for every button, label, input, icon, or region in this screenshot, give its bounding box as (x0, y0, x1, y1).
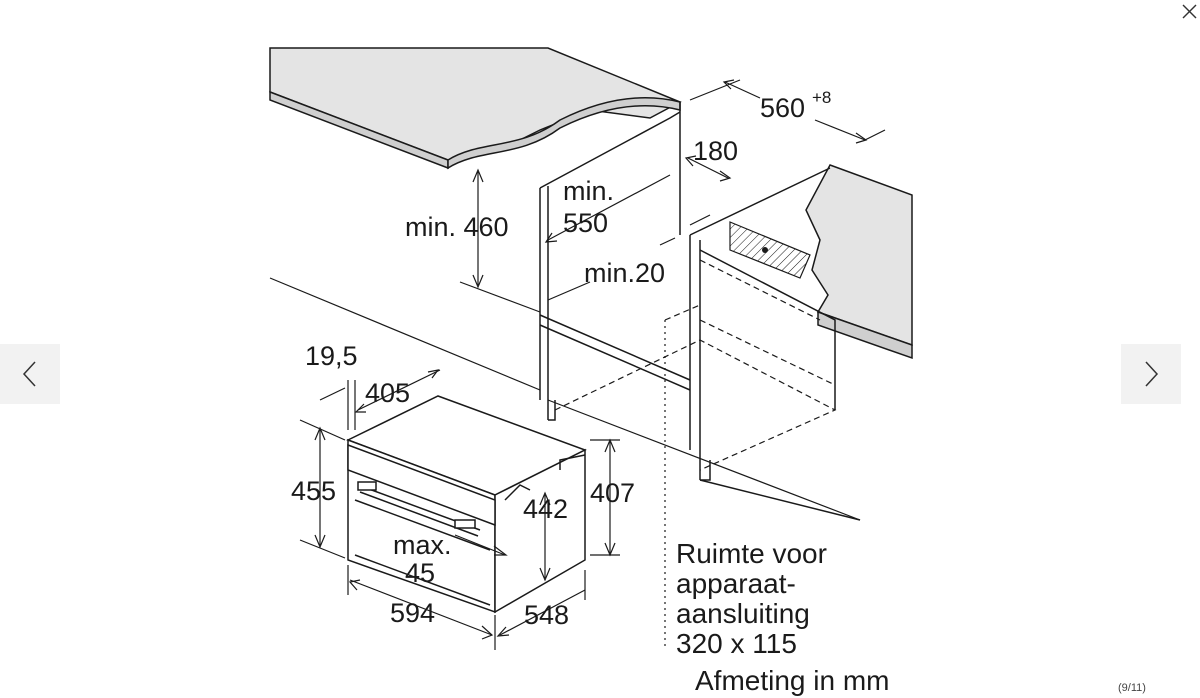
hidden-lines (554, 259, 837, 650)
connection-note: Ruimte voor apparaat- aansluiting 320 x … (676, 538, 890, 696)
dim-560-tolerance: +8 (812, 88, 831, 107)
image-counter: (9/11) (1118, 682, 1146, 694)
previous-image-button[interactable] (0, 344, 60, 404)
dim-407: 407 (590, 478, 635, 508)
chevron-left-icon (22, 361, 36, 387)
dim-180: 180 (693, 136, 738, 166)
dim-560: 560 (760, 93, 805, 123)
dim-455: 455 (291, 476, 336, 506)
note-line-4: 320 x 115 (676, 628, 797, 659)
dim-548: 548 (524, 600, 569, 630)
dimension-arrows (299, 79, 886, 650)
dim-min550-value: 550 (563, 208, 608, 238)
dim-min20: min.20 (584, 258, 665, 288)
note-line-2: apparaat- (676, 568, 796, 599)
next-image-button[interactable] (1121, 344, 1181, 404)
dim-405: 405 (365, 378, 410, 408)
close-icon (1182, 4, 1197, 19)
dim-442: 442 (523, 494, 568, 524)
dim-19-5: 19,5 (305, 341, 358, 371)
countertop-left (269, 47, 682, 170)
dim-max45-label: max. (393, 530, 452, 560)
note-line-1: Ruimte voor (676, 538, 827, 569)
oven-appliance (346, 395, 587, 614)
close-button[interactable] (1176, 0, 1200, 24)
note-line-3: aansluiting (676, 598, 810, 629)
dim-min460: min. 460 (405, 212, 509, 242)
dim-594: 594 (390, 598, 435, 628)
countertop-right (805, 164, 913, 360)
unit-note: Afmeting in mm (695, 665, 890, 696)
dim-min550-label: min. (563, 176, 614, 206)
dimension-labels: 560 +8 180 min. 550 min. 460 min.20 19,5… (291, 88, 831, 630)
chevron-right-icon (1145, 361, 1159, 387)
floor-lines (269, 277, 861, 521)
dim-max45-value: 45 (405, 558, 435, 588)
connection-area (729, 221, 811, 279)
